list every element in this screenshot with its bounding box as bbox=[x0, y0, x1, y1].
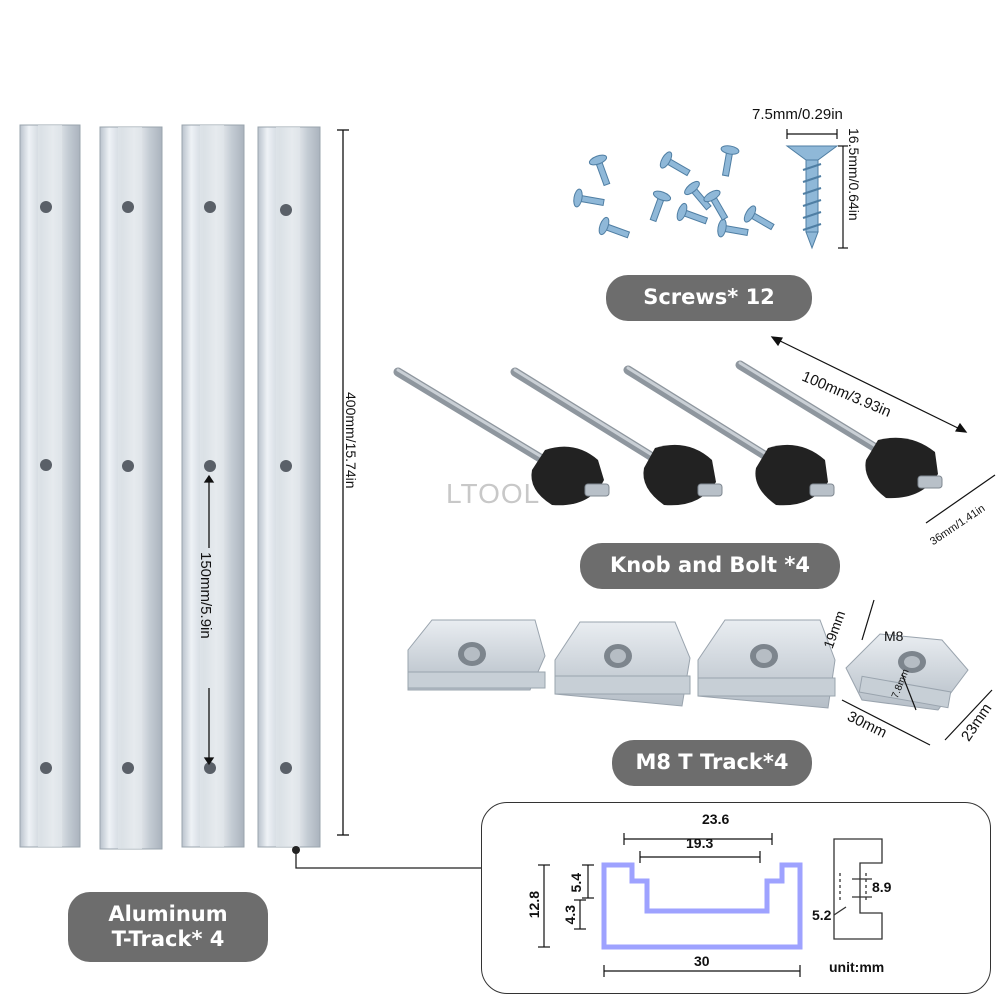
profile-base-width: 30 bbox=[694, 953, 710, 969]
profile-height: 12.8 bbox=[526, 891, 542, 919]
track-side-view bbox=[833, 838, 883, 940]
profile-hole-dia: 8.9 bbox=[872, 879, 892, 895]
aluminum-track-label: Aluminum T-Track* 4 bbox=[68, 892, 268, 962]
nut-thread-label: M8 bbox=[884, 628, 904, 644]
screws-illustration bbox=[573, 129, 848, 250]
t-nuts-illustration bbox=[407, 599, 993, 746]
track-length-dimension-line bbox=[337, 129, 349, 836]
m8-track-label: M8 T Track*4 bbox=[612, 740, 812, 786]
unit-label: unit:mm bbox=[829, 959, 885, 975]
profile-top-width: 23.6 bbox=[702, 811, 730, 827]
profile-side-offset: 5.2 bbox=[812, 907, 832, 923]
knob-bolt-label: Knob and Bolt *4 bbox=[580, 543, 840, 589]
profile-inner-height: 5.4 bbox=[568, 873, 584, 893]
hole-spacing-dimension-line bbox=[203, 474, 215, 766]
watermark: LTOOL bbox=[446, 478, 541, 509]
track-length-label: 400mm/15.74in bbox=[343, 392, 359, 489]
screw-length-label: 16.5mm/0.64in bbox=[846, 128, 862, 221]
aluminum-track-label-line1: Aluminum bbox=[108, 901, 228, 926]
profile-diagram-panel: 23.6 19.3 12.8 5.4 4.3 30 8.9 5.2 unit:m… bbox=[481, 802, 991, 994]
aluminum-track-1 bbox=[19, 124, 81, 848]
aluminum-track-2 bbox=[99, 126, 163, 850]
profile-lip-height: 4.3 bbox=[562, 905, 578, 925]
callout-leader-line bbox=[292, 846, 481, 869]
profile-inner-width: 19.3 bbox=[686, 835, 714, 851]
screw-width-label: 7.5mm/0.29in bbox=[752, 106, 843, 123]
knob-bolt-illustration bbox=[393, 336, 996, 524]
aluminum-track-4 bbox=[257, 126, 321, 848]
track-profile-outline bbox=[601, 862, 803, 950]
hole-spacing-label: 150mm/5.9in bbox=[197, 552, 214, 639]
screws-label: Screws* 12 bbox=[606, 275, 812, 321]
profile-diagram bbox=[538, 833, 883, 977]
aluminum-track-label-line2: T-Track* 4 bbox=[111, 927, 225, 951]
aluminum-track-3 bbox=[181, 124, 245, 848]
